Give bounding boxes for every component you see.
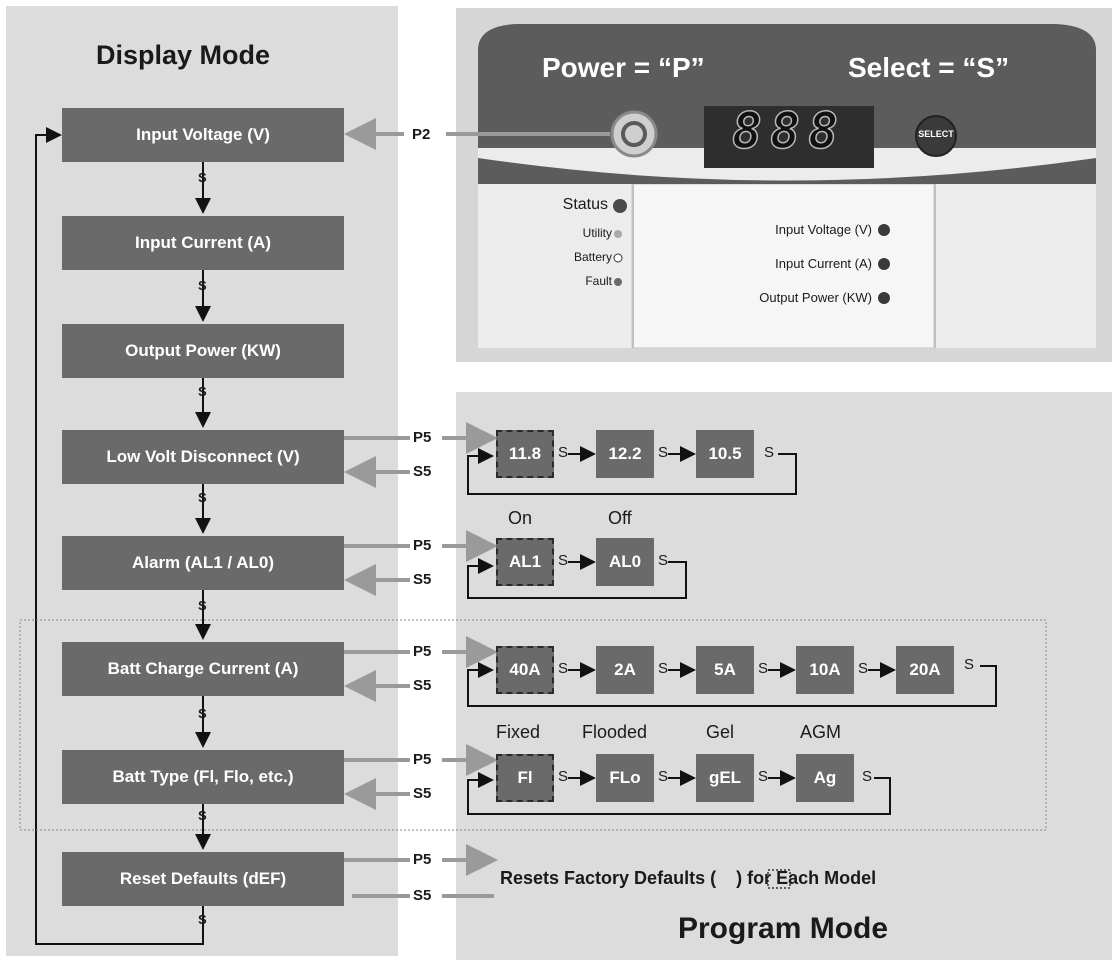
option-5a: 5A	[696, 646, 754, 694]
program-mode-title: Program Mode	[678, 912, 889, 945]
display-mode-title: Display Mode	[96, 40, 271, 70]
s-step: S	[658, 660, 669, 677]
option-flo: FLo	[596, 754, 654, 802]
option-ag: Ag	[796, 754, 854, 802]
step-s-label: S	[198, 598, 207, 613]
s5-label: S5	[413, 677, 432, 694]
step-s-label: S	[198, 170, 207, 185]
s5-label: S5	[413, 463, 432, 480]
s5-label: S5	[413, 887, 432, 904]
input-voltage-led-label: Input Voltage (V)	[775, 222, 872, 237]
select-label: Select = “S”	[848, 52, 1010, 83]
option-12-2: 12.2	[596, 430, 654, 478]
caption-fixed: Fixed	[496, 722, 541, 742]
option-10-5: 10.5	[696, 430, 754, 478]
s-step: S	[558, 552, 569, 569]
s5-label: S5	[413, 571, 432, 588]
option-fl: Fl	[496, 754, 554, 802]
caption-on: On	[508, 508, 533, 528]
s-step: S	[658, 444, 669, 461]
caption-off: Off	[608, 508, 632, 528]
utility-label: Utility	[582, 226, 612, 240]
step-s-label: S	[198, 706, 207, 721]
caption-flooded: Flooded	[582, 722, 648, 742]
caption-agm: AGM	[800, 722, 842, 742]
reset-defaults-text: Resets Factory Defaults ( ) for Each Mod…	[500, 868, 877, 888]
option-40a: 40A	[496, 646, 554, 694]
step-s-label: S	[198, 384, 207, 399]
segment-display: 888	[731, 101, 847, 161]
p5-label: P5	[413, 429, 432, 446]
s-step: S	[862, 768, 873, 785]
s-step: S	[764, 444, 775, 461]
option-11-8: 11.8	[496, 430, 554, 478]
controller-front-panel: Power = “P” Select = “S” 888 SELECT Stat…	[456, 8, 1112, 362]
s-step: S	[758, 660, 769, 677]
p5-label: P5	[413, 851, 432, 868]
select-button-label[interactable]: SELECT	[918, 129, 954, 139]
display-item-input-current: Input Current (A)	[62, 216, 344, 270]
s-step: S	[964, 656, 975, 673]
option-2a: 2A	[596, 646, 654, 694]
step-s-label: S	[198, 808, 207, 823]
option-10a: 10A	[796, 646, 854, 694]
option-20a: 20A	[896, 646, 954, 694]
option-al1: AL1	[496, 538, 554, 586]
p2-label: P2	[412, 126, 431, 143]
p5-label: P5	[413, 751, 432, 768]
step-s-label: S	[198, 912, 207, 927]
s-step: S	[758, 768, 769, 785]
controller-illustration	[456, 8, 1112, 362]
power-button	[610, 110, 658, 158]
output-power-led-label: Output Power (KW)	[759, 290, 872, 305]
p5-label: P5	[413, 643, 432, 660]
select-button	[915, 115, 957, 157]
option-gel: gEL	[696, 754, 754, 802]
s-step: S	[558, 660, 569, 677]
input-current-led-label: Input Current (A)	[775, 256, 872, 271]
display-item-input-voltage: Input Voltage (V)	[62, 108, 344, 162]
step-s-label: S	[198, 490, 207, 505]
s5-label: S5	[413, 785, 432, 802]
display-item-batt-charge-current: Batt Charge Current (A)	[62, 642, 344, 696]
option-al0: AL0	[596, 538, 654, 586]
display-item-reset-defaults: Reset Defaults (dEF)	[62, 852, 344, 906]
step-s-label: S	[198, 278, 207, 293]
s-step: S	[558, 444, 569, 461]
s-step: S	[658, 768, 669, 785]
s-step: S	[858, 660, 869, 677]
p5-label: P5	[413, 537, 432, 554]
display-item-batt-type: Batt Type (Fl, Flo, etc.)	[62, 750, 344, 804]
display-item-alarm: Alarm (AL1 / AL0)	[62, 536, 344, 590]
display-item-low-volt-disconnect: Low Volt Disconnect (V)	[62, 430, 344, 484]
battery-label: Battery	[573, 250, 612, 264]
status-label: Status	[562, 196, 608, 213]
fault-label: Fault	[585, 274, 612, 288]
s-step: S	[558, 768, 569, 785]
s-step: S	[658, 552, 669, 569]
power-label: Power = “P”	[542, 52, 705, 83]
display-item-output-power: Output Power (KW)	[62, 324, 344, 378]
caption-gel: Gel	[706, 722, 735, 742]
